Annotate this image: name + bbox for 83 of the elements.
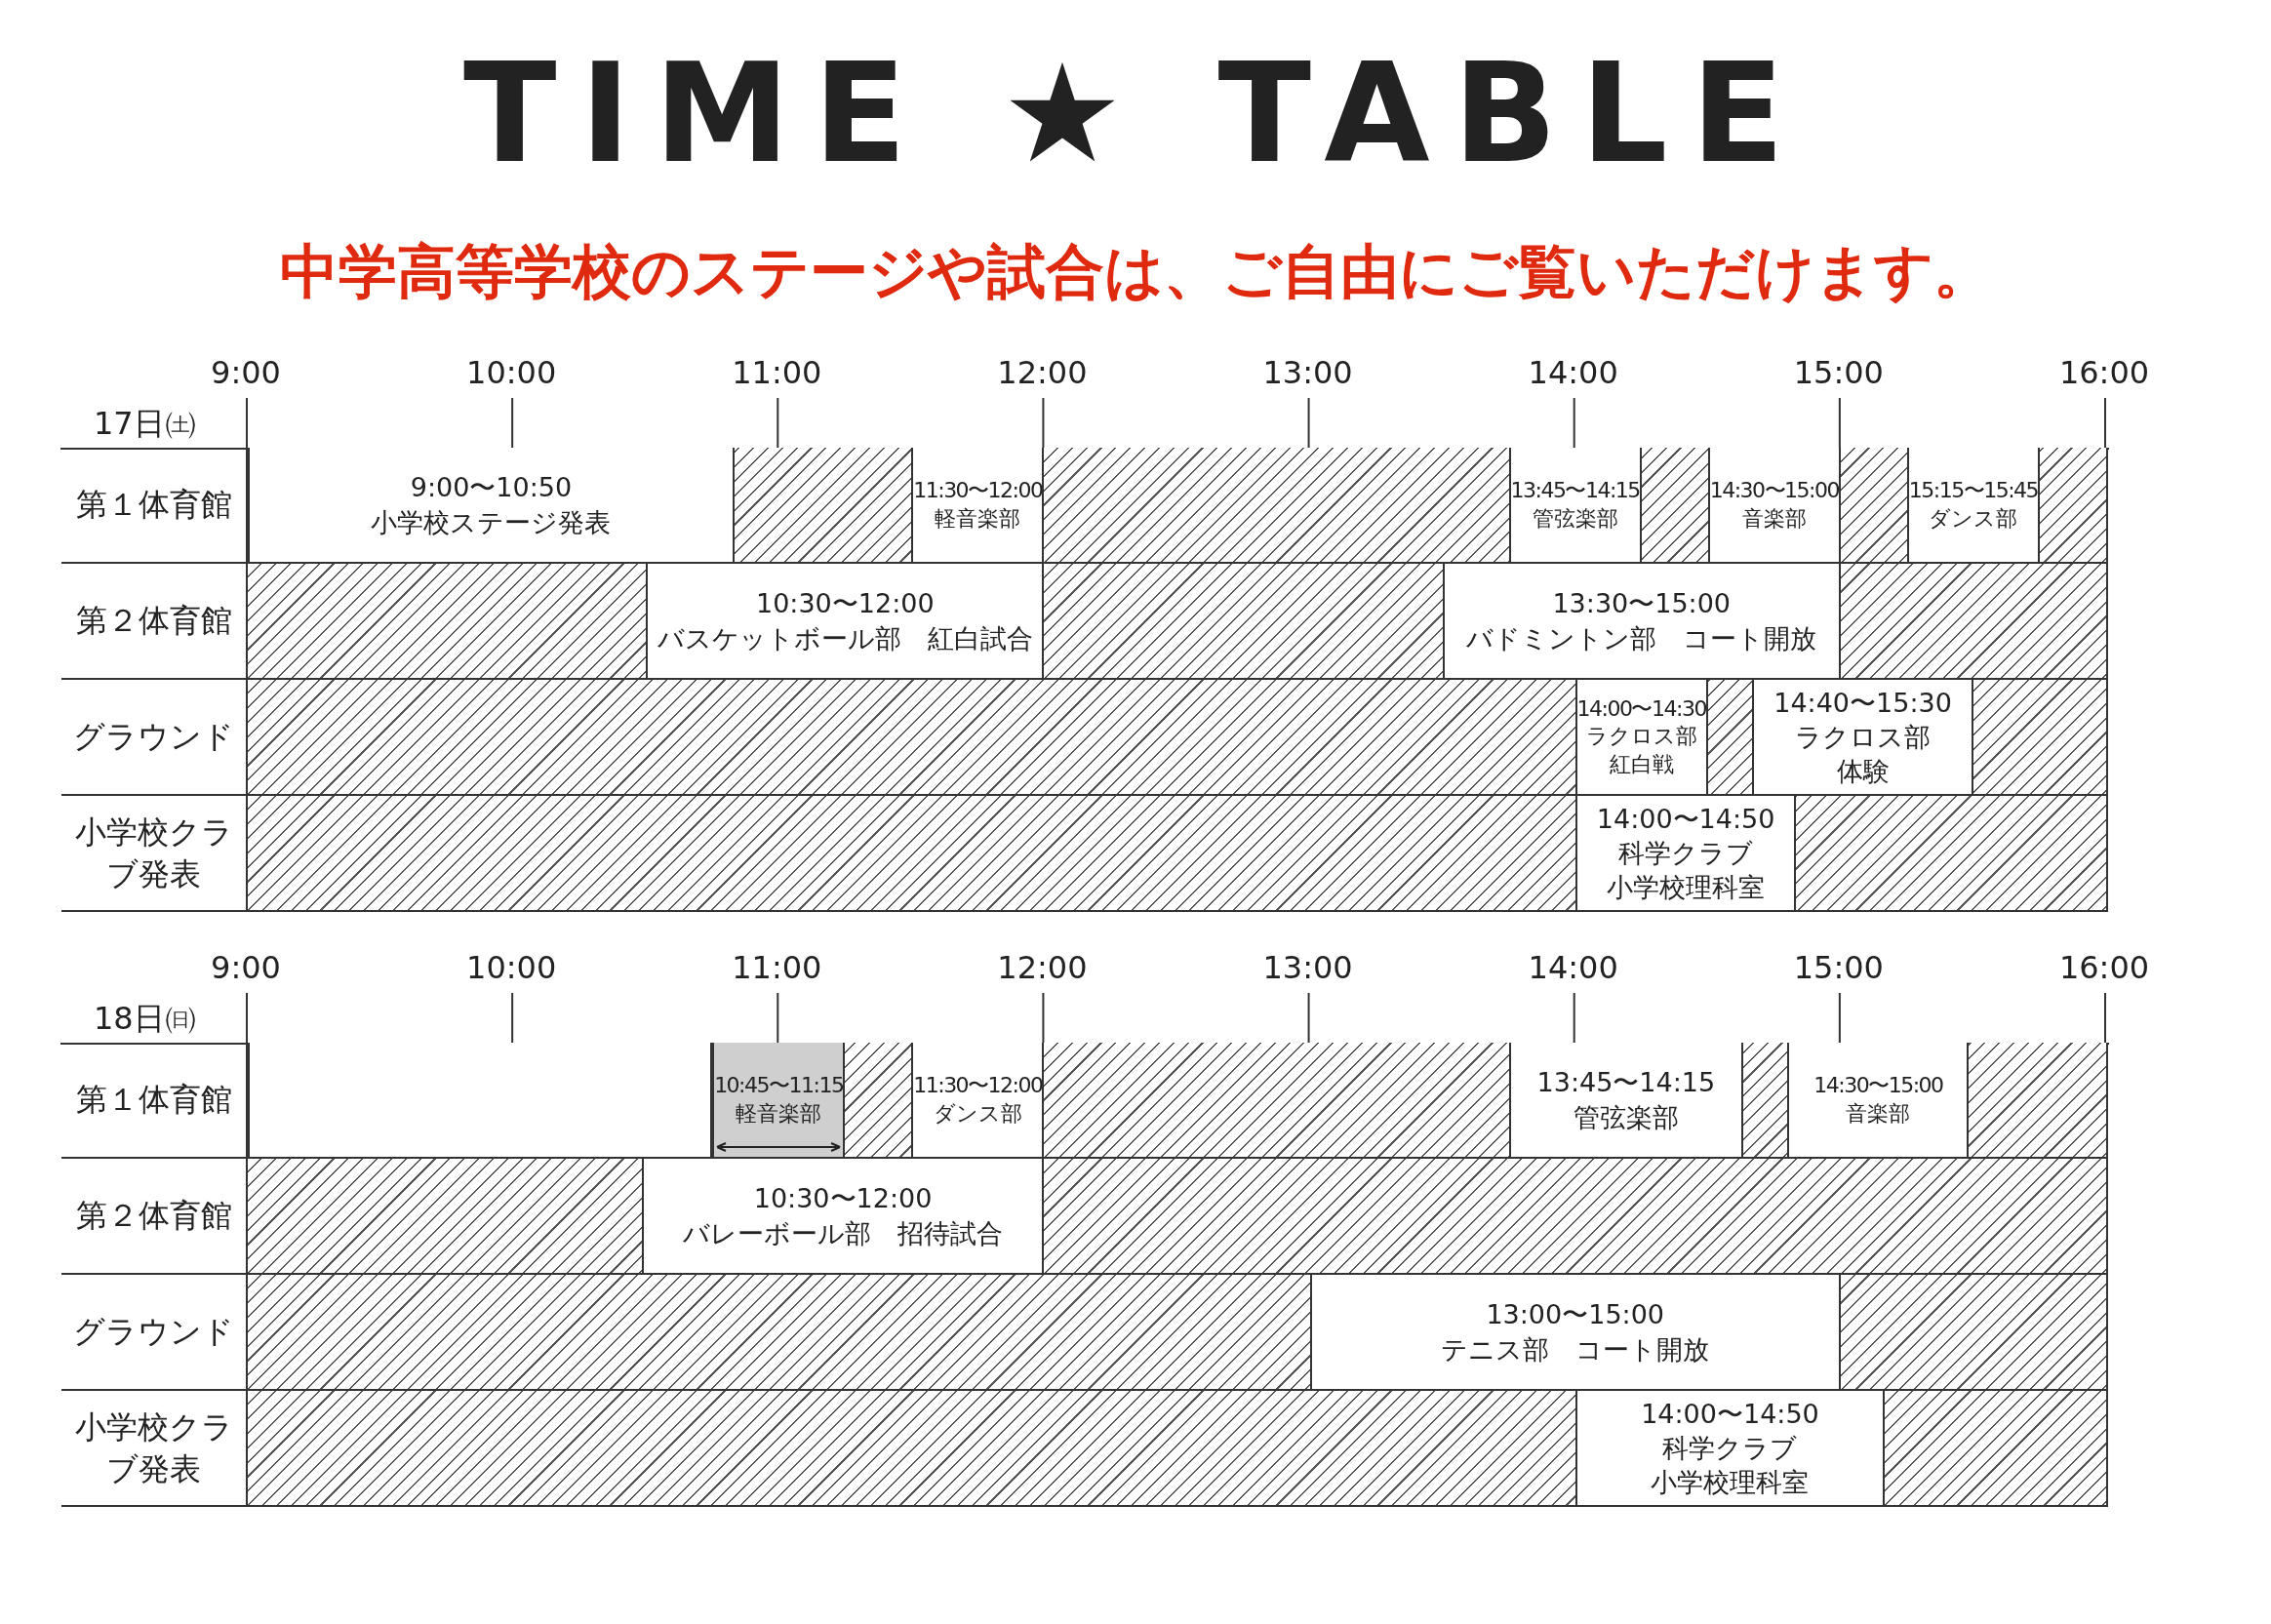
event-name: ダンス部 <box>1929 504 2018 533</box>
event-cell <box>1442 564 1841 678</box>
time-label: 16:00 <box>2057 948 2151 987</box>
event-name: 軽音楽部 <box>935 504 1021 533</box>
venue-label: 小学校クラブ発表 <box>73 812 234 894</box>
event-name: バレーボール部 招待試合 <box>683 1216 1004 1250</box>
event-name: 小学校理科室 <box>1651 1466 1810 1500</box>
event-cell <box>248 448 735 562</box>
event-name: ラクロス部 <box>1585 723 1697 751</box>
venue-label: グラウンド <box>72 1311 235 1352</box>
event-cell <box>1574 796 1797 910</box>
event-cell <box>1787 1043 1970 1157</box>
time-label: 14:00 <box>1527 948 1619 987</box>
event-time: 13:30〜15:00 <box>1552 587 1732 621</box>
event-time: 13:45〜14:15 <box>1510 476 1640 504</box>
event-name: 音楽部 <box>1741 504 1807 533</box>
event-name: 科学クラブ <box>1662 1431 1798 1465</box>
venue-label: 第１体育館 <box>74 484 233 525</box>
event-name: 軽音楽部 <box>736 1099 822 1128</box>
event-time: 13:45〜14:15 <box>1536 1066 1716 1100</box>
event-name: 科学クラブ <box>1618 836 1754 870</box>
date-label: 18日㈰ <box>94 999 196 1038</box>
event-cell <box>911 1043 1045 1157</box>
venue-label: 第２体育館 <box>74 600 233 641</box>
event-time: 13:00〜15:00 <box>1486 1298 1664 1332</box>
time-label: 10:00 <box>465 353 558 392</box>
time-label: 16:00 <box>2057 353 2151 392</box>
event-time: 9:00〜10:50 <box>410 471 573 505</box>
event-cell <box>646 564 1045 678</box>
event-name: 小学校ステージ発表 <box>371 505 612 539</box>
time-label: 13:00 <box>1261 948 1354 987</box>
event-name: 管弦楽部 <box>1573 1100 1679 1134</box>
event-name: バドミントン部 コート開放 <box>1466 621 1817 655</box>
date-label: 17日㈯ <box>94 404 196 443</box>
time-label: 12:00 <box>996 353 1089 392</box>
venue-label: グラウンド <box>72 716 235 757</box>
event-cell <box>712 1043 846 1157</box>
event-time: 10:45〜11:15 <box>714 1071 844 1099</box>
event-cell <box>911 448 1045 562</box>
event-name: 体験 <box>1836 755 1890 789</box>
event-name: 小学校理科室 <box>1607 871 1766 905</box>
event-time: 10:30〜12:00 <box>753 1182 933 1216</box>
event-cell <box>641 1159 1045 1273</box>
event-cell <box>1574 680 1708 794</box>
event-time: 14:00〜14:50 <box>1596 802 1775 836</box>
time-label: 14:00 <box>1527 353 1619 392</box>
event-name: 音楽部 <box>1846 1099 1911 1128</box>
event-name: テニス部 コート開放 <box>1441 1332 1710 1367</box>
event-time: 14:00〜14:50 <box>1641 1397 1819 1431</box>
event-cell <box>1309 1275 1841 1389</box>
event-cell <box>1574 1391 1886 1505</box>
venue-label: 第２体育館 <box>74 1195 233 1236</box>
event-time: 14:40〜15:30 <box>1773 686 1952 720</box>
event-cell <box>1707 448 1841 562</box>
event-name: 紅白戦 <box>1609 750 1674 778</box>
event-name: 管弦楽部 <box>1532 504 1618 533</box>
event-time: 14:30〜15:00 <box>1709 476 1839 504</box>
time-label: 15:00 <box>1792 353 1885 392</box>
event-cell <box>1906 448 2040 562</box>
event-cell <box>1508 448 1642 562</box>
time-label: 9:00 <box>210 948 282 987</box>
title: TIME ★ TABLE <box>461 39 1810 189</box>
event-time: 10:30〜12:00 <box>756 587 935 621</box>
event-name: バスケットボール部 紅白試合 <box>657 621 1033 655</box>
time-label: 13:00 <box>1261 353 1354 392</box>
event-cell <box>1752 680 1973 794</box>
event-time: 11:30〜12:00 <box>913 1071 1043 1099</box>
venue-label: 第１体育館 <box>74 1079 233 1120</box>
time-label: 11:00 <box>731 353 823 392</box>
event-name: ダンス部 <box>933 1099 1022 1128</box>
time-label: 15:00 <box>1792 948 1885 987</box>
time-label: 11:00 <box>731 948 823 987</box>
event-time: 11:30〜12:00 <box>913 476 1043 504</box>
venue-label: 小学校クラブ発表 <box>73 1406 234 1489</box>
event-time: 14:30〜15:00 <box>1813 1071 1943 1099</box>
event-cell <box>1508 1043 1744 1157</box>
event-name: ラクロス部 <box>1795 720 1932 754</box>
time-label: 10:00 <box>465 948 558 987</box>
notice-text: 中学高等学校のステージや試合は、ご自由にご覧いただけます。 <box>278 236 1993 306</box>
event-time: 15:15〜15:45 <box>1908 476 2038 504</box>
event-time: 14:00〜14:30 <box>1576 694 1706 723</box>
time-label: 9:00 <box>210 353 282 392</box>
time-label: 12:00 <box>996 948 1089 987</box>
